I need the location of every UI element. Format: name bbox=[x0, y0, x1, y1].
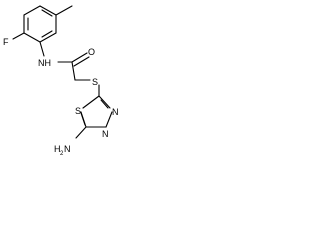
ring-nitrogen-bottom-label: N bbox=[102, 129, 109, 139]
amino-bond bbox=[75, 126, 87, 139]
amide-nitrogen-label: NH bbox=[38, 58, 51, 68]
chemical-structure: F NH O S N N S H 2 N bbox=[3, 5, 119, 157]
amino-subscript-label: 2 bbox=[60, 151, 64, 157]
benzene-ring bbox=[23, 5, 57, 43]
aryl-nitrogen-bond bbox=[39, 41, 45, 57]
ring-nitrogen-top-label: N bbox=[112, 107, 119, 117]
alpha-carbon-bond bbox=[71, 61, 76, 81]
structure-canvas: F NH O S N N S H 2 N bbox=[0, 0, 132, 164]
carbonyl-double-bond-inner bbox=[73, 56, 90, 67]
thioether-sulfur-label: S bbox=[92, 77, 98, 87]
amino-nitrogen-label: N bbox=[64, 144, 71, 154]
amino-h-label: H bbox=[54, 144, 61, 154]
fluoro-bond bbox=[12, 32, 25, 40]
carbonyl-double-bond bbox=[71, 52, 88, 63]
ring-sulfur-label: S bbox=[75, 106, 81, 116]
methyl-bond bbox=[55, 5, 73, 16]
thiadiazole-ring bbox=[80, 95, 113, 128]
fluorine-label: F bbox=[3, 37, 9, 47]
oxygen-label: O bbox=[88, 47, 95, 57]
